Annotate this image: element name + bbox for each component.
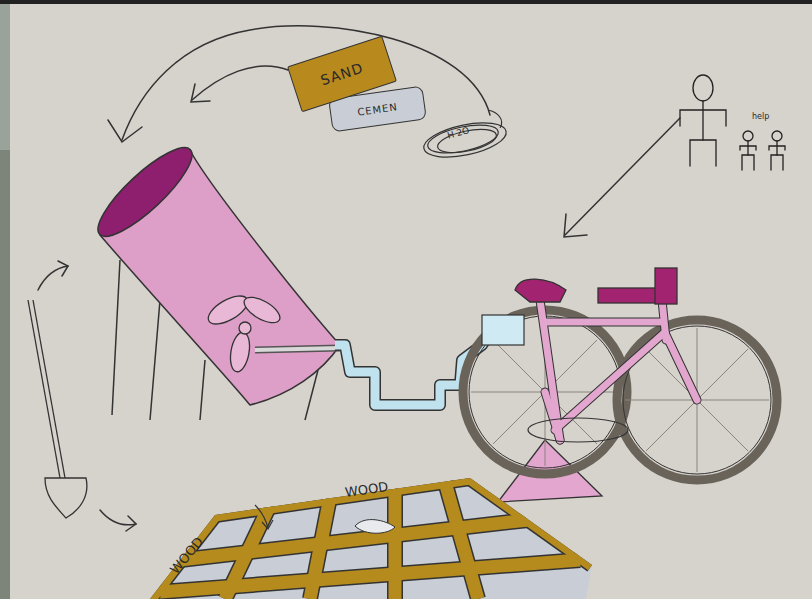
sand-arrow: [192, 66, 288, 100]
front-wheel: [617, 320, 777, 480]
material-label: WOOD: [344, 479, 389, 500]
note-text: help: [752, 112, 769, 121]
drive-shaft: [255, 348, 340, 350]
arrow-head: [191, 84, 210, 102]
material-name: CEMEN: [357, 101, 399, 118]
pointer-arrow: [255, 505, 273, 529]
people-arrow: [565, 118, 680, 235]
material-label: WOOD: [167, 534, 206, 577]
arrow-head: [58, 261, 68, 276]
material-name: SAND: [319, 60, 366, 89]
water-arrow: [122, 26, 490, 140]
shovel-arrow: [38, 266, 68, 290]
bike-seat: [515, 279, 566, 302]
arrow-head: [108, 120, 142, 142]
stick-figures: [680, 75, 785, 170]
handlebar: [598, 288, 660, 303]
shovel: [28, 300, 87, 518]
cement-mixer: [87, 137, 340, 420]
bicycle: [463, 268, 777, 502]
pipe-coupling: [482, 315, 524, 345]
chain: [528, 418, 628, 442]
photo-strip-sky: [0, 0, 10, 150]
arrow-head: [564, 214, 587, 237]
arrow-head: [126, 516, 136, 531]
handlebar-post: [655, 268, 677, 304]
photo-strip: [0, 0, 10, 599]
wooden-formwork: [150, 478, 592, 599]
hose-coil: [421, 110, 509, 163]
flow-arrows: [38, 26, 680, 531]
drum-opening: [87, 137, 202, 248]
shovel-arrow: [100, 510, 136, 525]
wet-cement: [150, 478, 592, 599]
top-border: [0, 0, 812, 4]
propeller: [204, 290, 284, 373]
note-text: H 2O: [446, 125, 470, 140]
cement-splash: [355, 520, 395, 534]
drive-shaft: [255, 348, 340, 350]
